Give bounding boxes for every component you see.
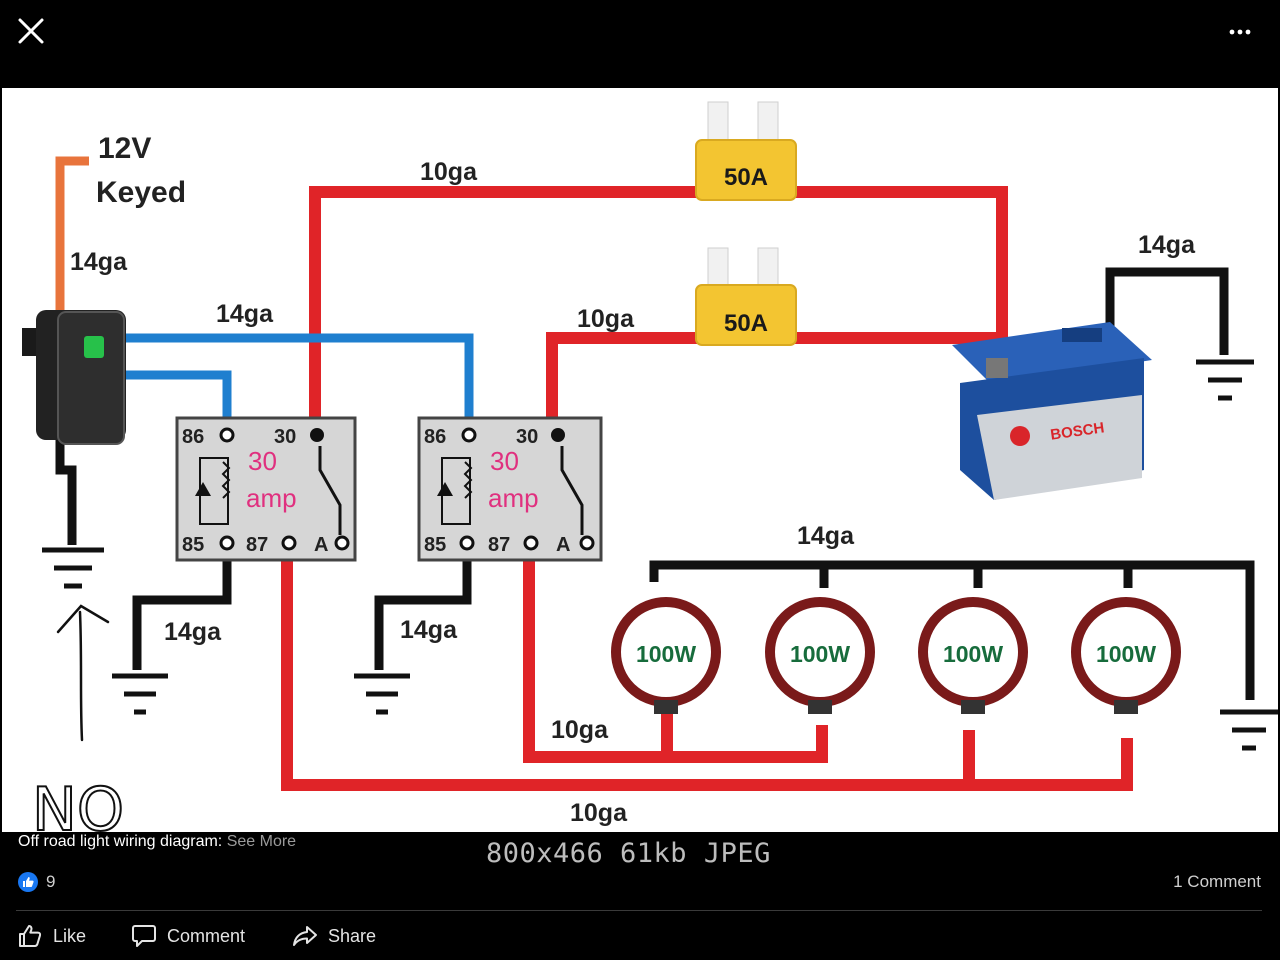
switch-to-relay2-wire [120, 333, 474, 425]
relay2-pin-85: 85 [424, 534, 446, 556]
top-feed-wire [309, 186, 1008, 433]
relay2-output-wire [523, 555, 828, 763]
relay2-rating-number: 30 [490, 446, 519, 476]
battery-ground-wire [1105, 267, 1229, 355]
rocker-switch [22, 310, 126, 445]
viewer-top-bar [0, 0, 1280, 88]
comment-count-link[interactable]: 1 Comment [1173, 872, 1261, 891]
relay-1 [175, 416, 357, 562]
like-count: 9 [46, 872, 56, 891]
lamps [611, 597, 1181, 714]
caption-text: Off road light wiring diagram: [18, 833, 223, 850]
bottom-wire-gauge: 10ga [570, 799, 628, 827]
relay2-ground-gauge: 14ga [400, 616, 458, 644]
fuse-bottom [695, 247, 797, 346]
relay2-rating-unit: amp [488, 483, 539, 513]
thumbs-up-outline-icon [19, 925, 42, 947]
battery-ground-gauge: 14ga [1138, 231, 1196, 259]
like-reaction-badge [18, 872, 38, 892]
relay2-pin-86: 86 [424, 426, 446, 448]
relay1-output-wire [281, 555, 1133, 791]
relay1-rating-number: 30 [248, 446, 277, 476]
lamp-3-label: 100W [943, 641, 1003, 667]
second-feed-gauge: 10ga [577, 305, 635, 333]
relay1-pin-87: 87 [246, 534, 268, 556]
second-feed-wire [546, 332, 998, 433]
trigger-wire-gauge: 14ga [216, 300, 274, 328]
lamp-2-label: 100W [790, 641, 850, 667]
relay1-pin-86: 86 [182, 426, 204, 448]
more-options-button[interactable] [1222, 22, 1258, 42]
relay1-pin-30: 30 [274, 426, 296, 448]
switch-ground-wire [55, 440, 77, 545]
lamp-1-label: 100W [636, 641, 696, 667]
post-photo[interactable]: 50A 50A BOSCH [2, 88, 1278, 832]
relay2-pin-a: A [556, 534, 570, 556]
label-12v: 12V [98, 132, 151, 165]
like-label: Like [53, 925, 87, 946]
like-button[interactable]: Like [17, 921, 86, 951]
relay1-ground-wire [132, 548, 232, 670]
switch-wire-gauge: 14ga [70, 248, 128, 276]
relay1-pin-85: 85 [182, 534, 204, 556]
label-keyed: Keyed [96, 176, 186, 209]
image-meta: 800x466 61kb JPEG [486, 838, 771, 869]
fuse-top [695, 101, 797, 201]
relay2-pin-30: 30 [516, 426, 538, 448]
relay2-ground-wire [374, 548, 472, 670]
relay1-ground-gauge: 14ga [164, 618, 222, 646]
comment-button[interactable]: Comment [131, 921, 245, 951]
relay-2 [417, 416, 603, 562]
see-more-link[interactable]: See More [226, 833, 297, 850]
share-label: Share [328, 925, 377, 946]
handwritten-arrow [56, 604, 110, 742]
post-caption: Off road light wiring diagram: See More [18, 833, 296, 851]
close-button[interactable] [14, 14, 48, 48]
wiring-diagram: 50A 50A BOSCH [22, 101, 1278, 832]
reaction-summary[interactable]: 9 [18, 870, 55, 894]
close-icon [18, 18, 44, 44]
action-divider [16, 910, 1262, 911]
battery [952, 322, 1152, 500]
comment-label: Comment [167, 925, 246, 946]
fuse-bottom-label: 50A [724, 310, 768, 337]
lamp-pair-wire-gauge: 10ga [551, 716, 609, 744]
ground-symbols [42, 359, 1278, 751]
keyed-supply-wire [55, 156, 89, 310]
thumbs-up-icon [23, 877, 34, 887]
relay2-pin-87: 87 [488, 534, 510, 556]
lights-ground-gauge: 14ga [797, 522, 855, 550]
share-arrow-icon [293, 926, 317, 946]
fuse-top-label: 50A [724, 164, 768, 191]
speech-bubble-icon [132, 925, 156, 947]
share-button[interactable]: Share [292, 921, 376, 951]
more-dots-icon [1229, 29, 1251, 35]
relay1-pin-a: A [314, 534, 328, 556]
switch-to-relay1-wire [120, 370, 232, 425]
relay1-rating-unit: amp [246, 483, 297, 513]
lamp-4-label: 100W [1096, 641, 1156, 667]
lights-ground-bus [649, 560, 1255, 700]
top-feed-gauge: 10ga [420, 158, 478, 186]
handwritten-note: NO [32, 775, 124, 832]
